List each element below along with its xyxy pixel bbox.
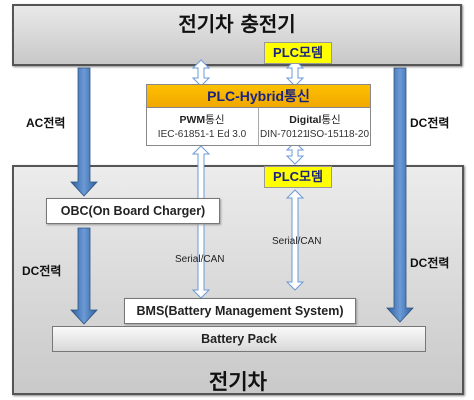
- digital-title-suffix: 통신: [321, 114, 341, 126]
- obc-box: OBC(On Board Charger): [46, 198, 220, 224]
- dc-power-right-top-label: DC전력: [410, 116, 450, 130]
- pwm-spec: IEC-61851-1 Ed 3.0: [157, 129, 247, 140]
- comm-arrow-top-left: [191, 59, 211, 87]
- digital-spec-din: DIN-70121: [260, 129, 309, 140]
- digital-spec-iso: ISO-15118-20: [306, 129, 370, 140]
- pwm-title-prefix: PWM: [179, 114, 206, 126]
- comm-arrow-right-long: [285, 189, 305, 291]
- plc-modem-bottom: PLC모뎀: [264, 166, 332, 188]
- ac-power-label: AC전력: [26, 116, 66, 130]
- battery-pack: Battery Pack: [52, 326, 426, 352]
- comm-arrow-mid-right: [285, 141, 305, 165]
- plc-hybrid-title: PLC-Hybrid통신: [146, 84, 371, 108]
- dc-power-left-arrow: [70, 227, 98, 325]
- digital-title: Digital통신: [259, 112, 371, 127]
- ac-power-arrow: [70, 67, 98, 197]
- serial-can-left-label: Serial/CAN: [175, 254, 225, 265]
- charger-title: 전기차 충전기: [178, 12, 296, 36]
- charger-container: [12, 4, 462, 66]
- digital-title-prefix: Digital: [289, 114, 322, 126]
- dc-power-right-arrow: [386, 67, 414, 323]
- hybrid-divider: [258, 108, 259, 146]
- vehicle-title: 전기차: [209, 370, 267, 394]
- bms-box: BMS(Battery Management System): [124, 298, 356, 324]
- pwm-title-suffix: 통신: [205, 114, 225, 126]
- plc-modem-top: PLC모뎀: [264, 42, 332, 64]
- dc-power-left-label: DC전력: [22, 264, 62, 278]
- dc-power-right-bottom-label: DC전력: [410, 256, 450, 270]
- serial-can-right-label: Serial/CAN: [272, 236, 322, 247]
- pwm-title: PWM통신: [146, 112, 258, 127]
